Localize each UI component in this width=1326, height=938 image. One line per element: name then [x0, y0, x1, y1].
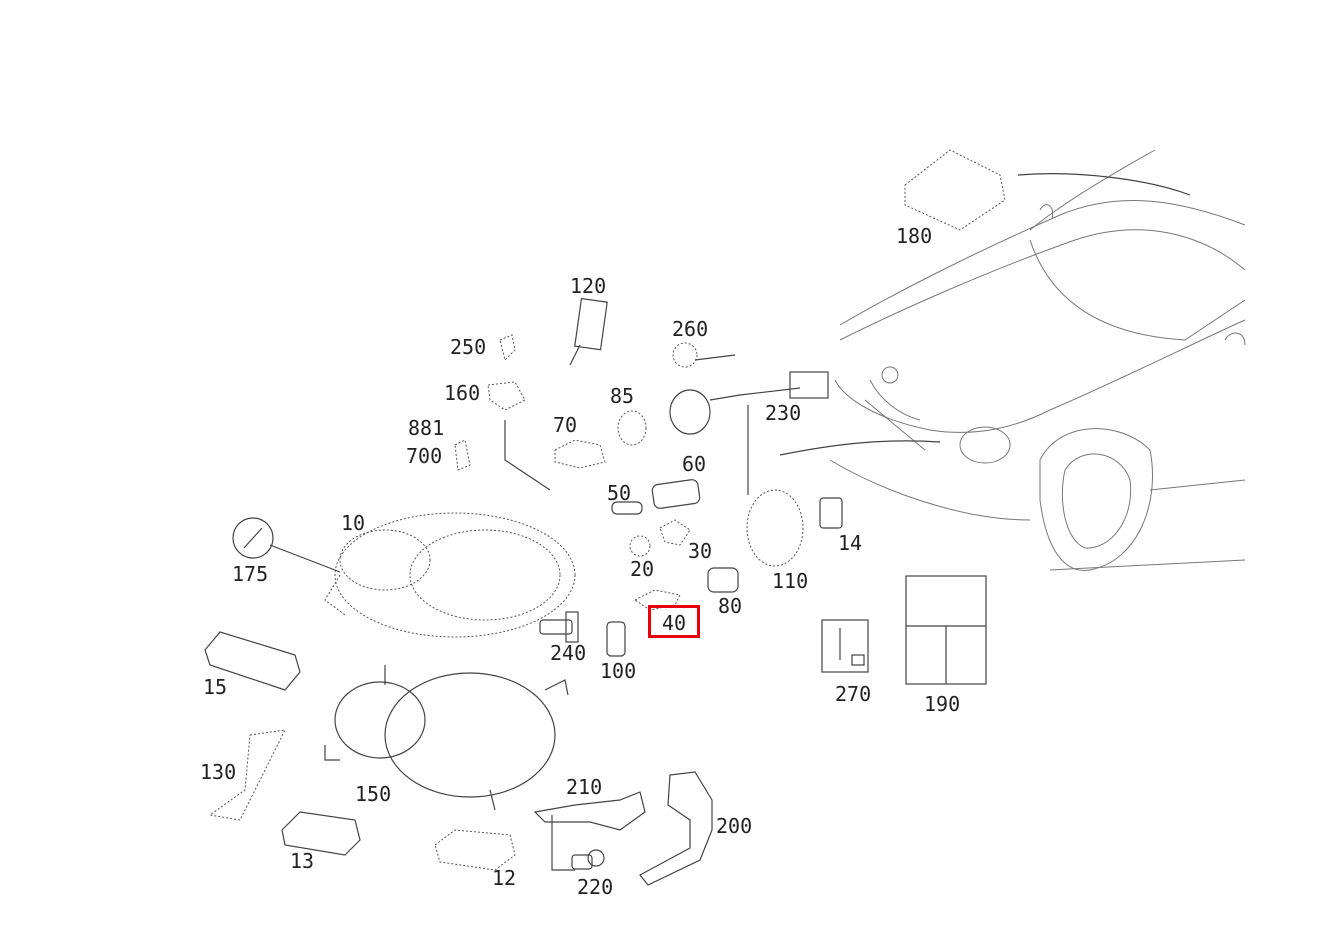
part-190-shape	[905, 575, 987, 685]
leader-210	[551, 815, 575, 871]
callout-60[interactable]: 60	[682, 452, 707, 476]
bracket-210-shape	[533, 791, 646, 831]
part-15-shape	[204, 631, 301, 691]
callout-40-label: 40	[661, 611, 687, 635]
part-80-shape	[707, 567, 739, 593]
callout-240[interactable]: 240	[550, 641, 587, 665]
part-120-shape	[569, 297, 608, 366]
callout-14[interactable]: 14	[838, 531, 863, 555]
callout-260[interactable]: 260	[672, 317, 709, 341]
callout-230[interactable]: 230	[765, 401, 802, 425]
callout-270[interactable]: 270	[835, 682, 872, 706]
callout-150[interactable]: 150	[355, 782, 392, 806]
wrench-175-shape	[232, 517, 274, 559]
part-110-shape	[746, 489, 804, 567]
car-front-outline	[829, 149, 1246, 571]
callout-10[interactable]: 10	[341, 511, 366, 535]
callout-160[interactable]: 160	[444, 381, 481, 405]
callout-70[interactable]: 70	[553, 413, 578, 437]
callout-130[interactable]: 130	[200, 760, 237, 784]
callout-110[interactable]: 110	[772, 569, 809, 593]
part-50-shape	[611, 501, 643, 515]
part-240-shape	[539, 611, 579, 643]
leader-160	[504, 420, 551, 491]
wire-front	[779, 440, 941, 456]
callout-881[interactable]: 881	[408, 416, 445, 440]
callout-13[interactable]: 13	[290, 849, 315, 873]
part-250-shape	[499, 334, 516, 361]
part-70-shape	[554, 439, 606, 469]
callout-20[interactable]: 20	[630, 557, 655, 581]
part-180-shape	[904, 149, 1006, 231]
part-12-shape	[434, 829, 516, 871]
part-160-shape	[487, 381, 526, 411]
callout-100[interactable]: 100	[600, 659, 637, 683]
part-85-shape	[617, 410, 647, 446]
part-100-shape	[606, 621, 626, 657]
part-230-shape	[669, 371, 829, 435]
part-40-shape	[634, 589, 681, 611]
callout-120[interactable]: 120	[570, 274, 607, 298]
frame-150-shape	[324, 665, 569, 811]
callout-250[interactable]: 250	[450, 335, 487, 359]
part-14-shape	[819, 497, 843, 529]
part-20-shape	[629, 535, 651, 557]
callout-700[interactable]: 700	[406, 444, 443, 468]
wire-180	[1017, 173, 1191, 196]
callout-175[interactable]: 175	[232, 562, 269, 586]
callout-50[interactable]: 50	[607, 481, 632, 505]
callout-85[interactable]: 85	[610, 384, 635, 408]
part-700-shape	[454, 439, 471, 471]
part-270-shape	[821, 619, 869, 673]
callout-200[interactable]: 200	[716, 814, 753, 838]
leader-175	[269, 544, 341, 573]
part-60-shape	[651, 479, 701, 509]
callout-210[interactable]: 210	[566, 775, 603, 799]
part-30-shape	[659, 519, 691, 546]
callout-12[interactable]: 12	[492, 866, 517, 890]
headlamp-10-shape	[324, 512, 576, 638]
callout-190[interactable]: 190	[924, 692, 961, 716]
callout-220[interactable]: 220	[577, 875, 614, 899]
part-220-shape	[571, 849, 605, 870]
part-13-shape	[281, 811, 361, 856]
bracket-200-shape	[639, 771, 713, 886]
part-260-shape	[672, 342, 736, 368]
part-130-shape	[208, 729, 286, 821]
callout-80[interactable]: 80	[718, 594, 743, 618]
wire-230	[709, 387, 801, 401]
callout-30[interactable]: 30	[688, 539, 713, 563]
callout-180[interactable]: 180	[896, 224, 933, 248]
callout-40-highlighted[interactable]: 40	[648, 605, 700, 638]
callout-15[interactable]: 15	[203, 675, 228, 699]
